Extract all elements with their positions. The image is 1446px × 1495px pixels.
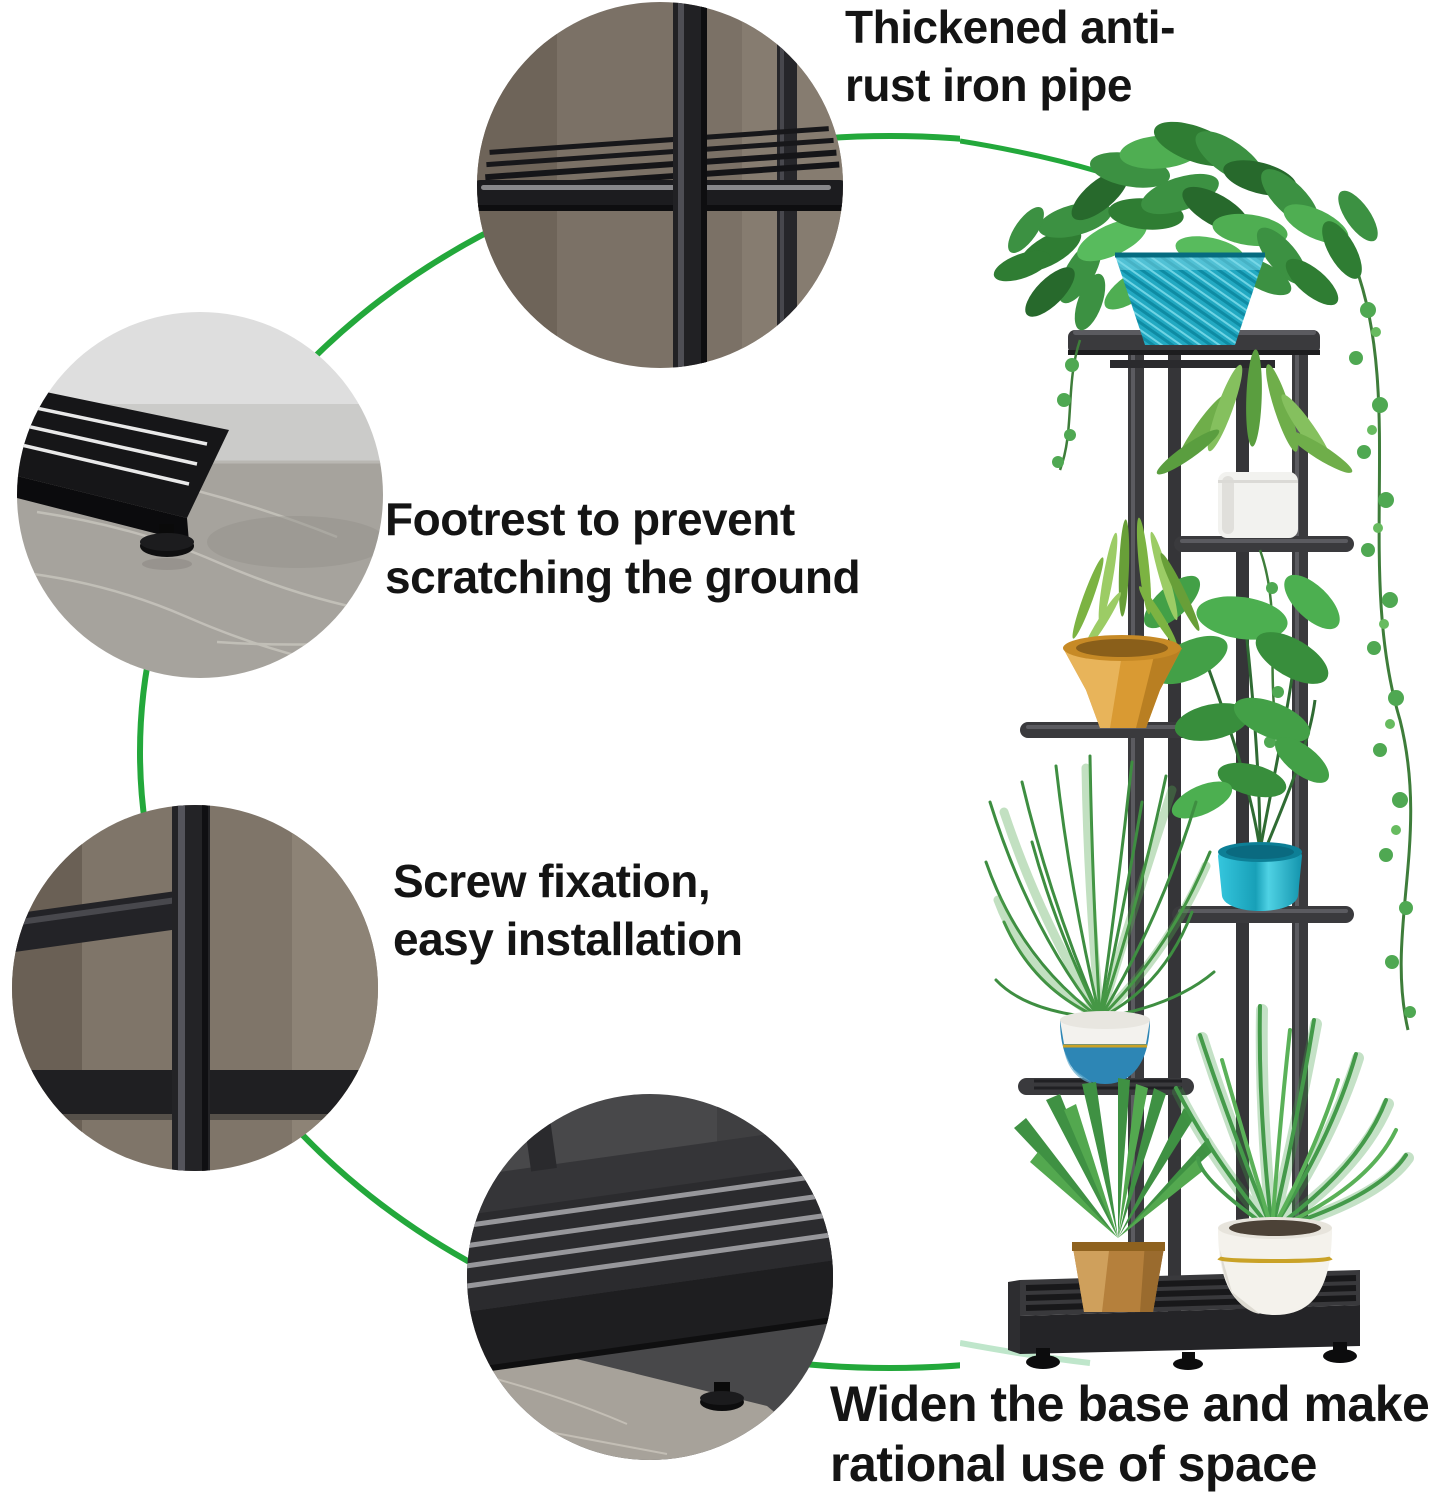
teal-glossy-pot <box>1218 842 1302 911</box>
caption-line-1: Thickened anti- <box>845 1 1175 53</box>
shelf-slats <box>483 126 840 193</box>
callout-photo-footrest <box>17 312 383 678</box>
base-feet <box>1026 1342 1357 1370</box>
plant-stand-photo <box>960 100 1446 1375</box>
caption-widen-base: Widen the base and make rational use of … <box>830 1374 1446 1494</box>
tier3-plant <box>1063 517 1204 728</box>
ring-segment-top <box>960 138 1101 175</box>
callout-photo-pipe <box>477 2 843 368</box>
tier5-fern <box>984 754 1216 1084</box>
caption-line-2: rust iron pipe <box>845 59 1132 111</box>
tier4-monstera <box>1135 565 1349 911</box>
caption-footrest: Footrest to prevent scratching the groun… <box>385 490 945 606</box>
vertical-pipe <box>172 805 210 1171</box>
ring-segment-bottom-pale <box>960 1340 1091 1366</box>
base-closeup-photo <box>467 1094 833 1460</box>
callout-photo-base <box>467 1094 833 1460</box>
adjustable-foot <box>700 1382 744 1411</box>
base-areca-palm <box>1172 1004 1414 1315</box>
caption-line-2: scratching the ground <box>385 551 861 603</box>
base-fan-palm <box>1014 1078 1214 1312</box>
caption-thickened-pipe: Thickened anti- rust iron pipe <box>845 0 1265 114</box>
white-gold-pot <box>1217 1217 1333 1315</box>
caption-line-2: rational use of space <box>830 1436 1317 1492</box>
footrest-closeup-photo <box>17 312 383 678</box>
caption-line-2: easy installation <box>393 913 743 965</box>
tier1-plant <box>989 112 1385 471</box>
caption-line-1: Widen the base and make <box>830 1376 1430 1432</box>
platform-slat-gaps <box>17 402 208 486</box>
yellow-faceted-pot <box>1063 635 1182 728</box>
tan-pot <box>1072 1242 1165 1312</box>
platform-corner <box>17 386 229 518</box>
caption-screw-fixation: Screw fixation, easy installation <box>393 852 873 968</box>
trailing-vine <box>1258 264 1416 1031</box>
teal-woven-pot <box>1115 252 1265 345</box>
blue-white-bowl <box>1060 1011 1150 1084</box>
tier2-plant <box>1152 349 1356 538</box>
callout-photo-screw <box>12 805 378 1171</box>
horizontal-pipe <box>12 889 206 954</box>
caption-line-1: Screw fixation, <box>393 855 711 907</box>
screw-joint-photo <box>12 805 378 1171</box>
base-platform <box>467 1116 833 1376</box>
adjustable-foot <box>140 524 194 570</box>
caption-line-1: Footrest to prevent <box>385 493 795 545</box>
white-pot <box>1218 472 1298 538</box>
pipe-closeup-photo <box>477 2 843 368</box>
green-ring-ellipse <box>137 133 1446 1371</box>
